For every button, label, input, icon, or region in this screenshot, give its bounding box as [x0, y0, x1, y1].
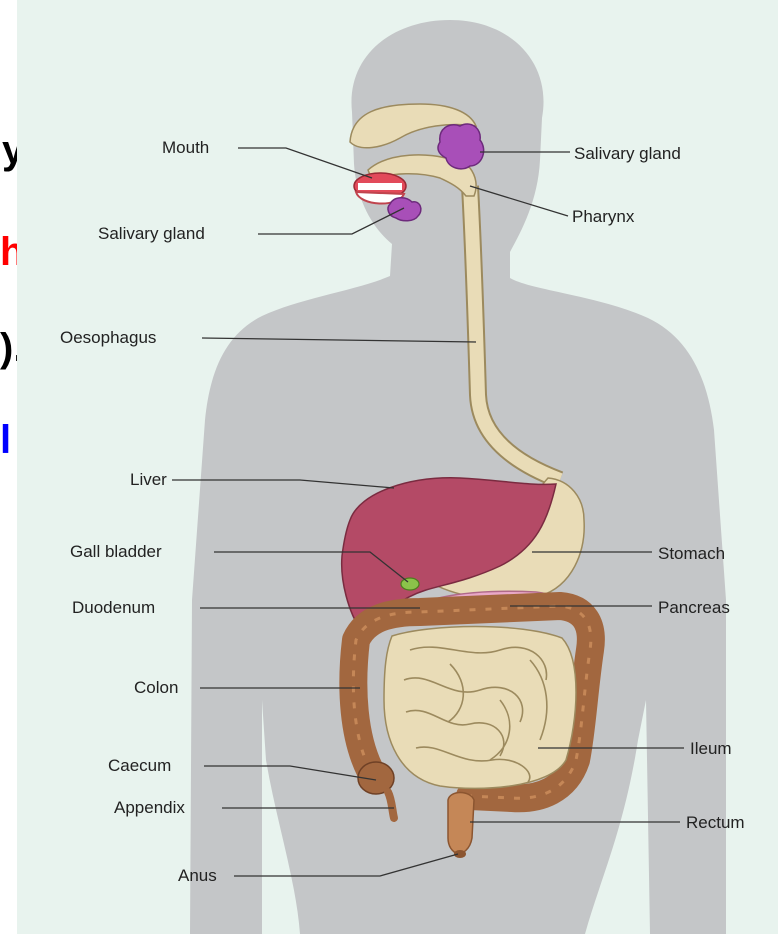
label-appendix: Appendix [114, 798, 185, 817]
label-gall-bladder: Gall bladder [70, 542, 162, 561]
rectum [448, 793, 474, 855]
label-pancreas: Pancreas [658, 598, 730, 617]
label-pharynx: Pharynx [572, 207, 635, 226]
mouth-teeth [358, 183, 402, 190]
label-salivary-gland-left: Salivary gland [98, 224, 205, 243]
label-stomach: Stomach [658, 544, 725, 563]
label-colon: Colon [134, 678, 178, 697]
salivary-gland-left [388, 198, 421, 221]
label-rectum: Rectum [686, 813, 745, 832]
label-liver: Liver [130, 470, 167, 489]
label-mouth: Mouth [162, 138, 209, 157]
gall-bladder [401, 578, 419, 590]
label-caecum: Caecum [108, 756, 171, 775]
label-ileum: Ileum [690, 739, 732, 758]
label-oesophagus: Oesophagus [60, 328, 156, 347]
label-anus: Anus [178, 866, 217, 885]
label-duodenum: Duodenum [72, 598, 155, 617]
label-salivary-gland-right: Salivary gland [574, 144, 681, 163]
